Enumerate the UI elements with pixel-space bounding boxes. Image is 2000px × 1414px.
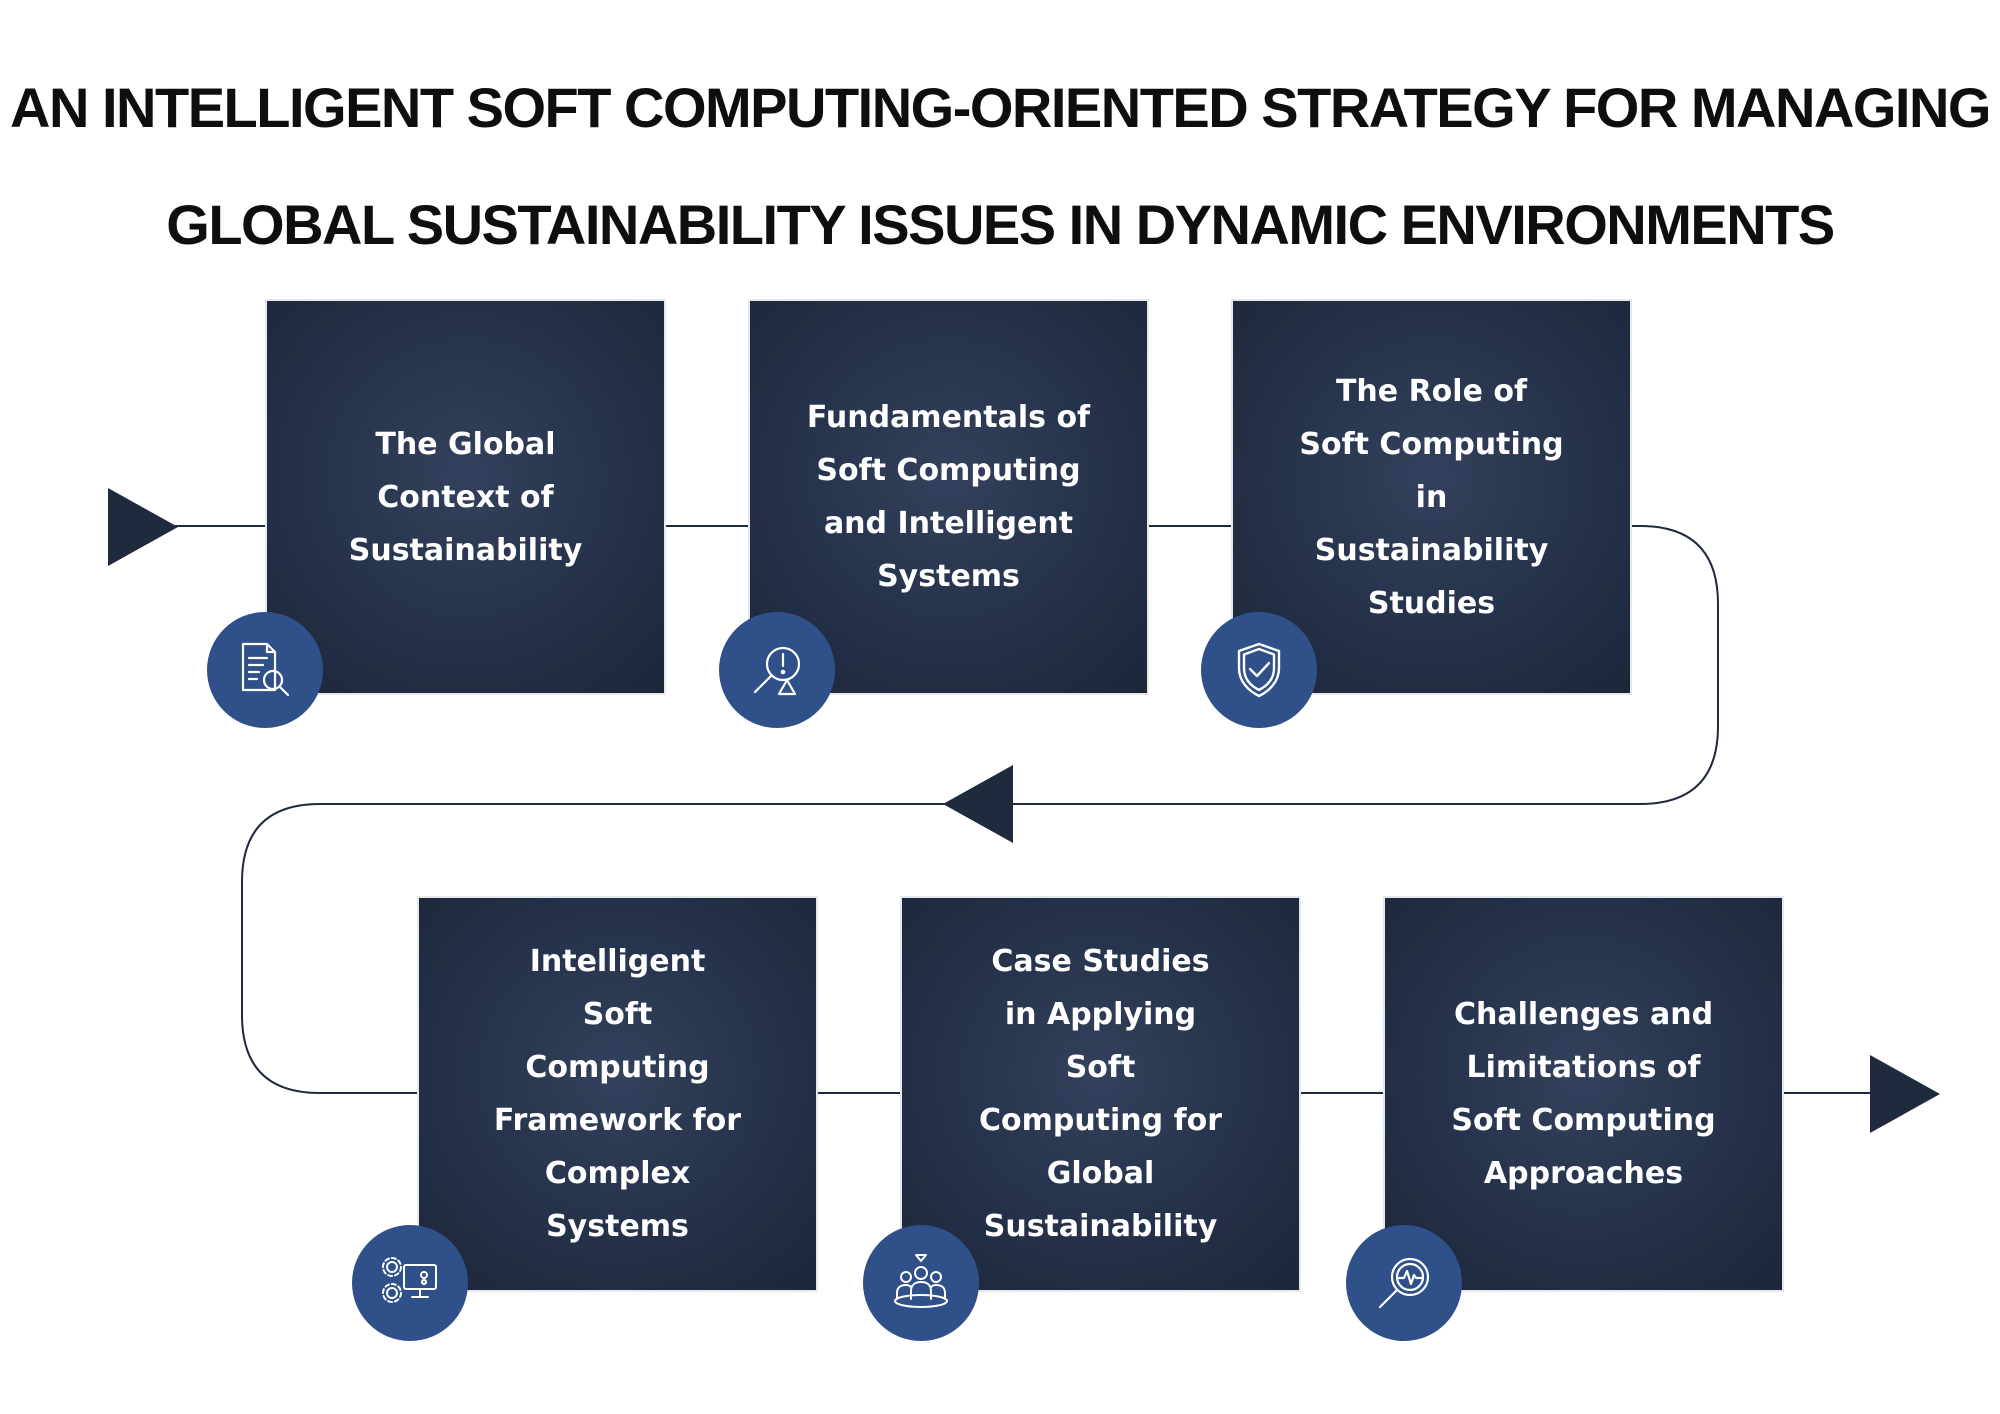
step-card-2: Fundamentals of Soft Computing and Intel… (750, 301, 1147, 693)
return-arrow (943, 765, 1013, 843)
step-label-2: Fundamentals of Soft Computing and Intel… (806, 400, 1091, 594)
search-pulse-icon (1378, 1257, 1430, 1309)
gears-monitor-icon (382, 1257, 437, 1303)
step-badge-4 (352, 1225, 468, 1341)
shield-check-icon (1237, 642, 1281, 698)
step-card-4: Intelligent Soft Computing Framework for… (419, 898, 816, 1290)
step-card-6: Challenges and Limitations of Soft Compu… (1385, 898, 1782, 1290)
document-search-icon (241, 642, 290, 697)
step-badge-5 (863, 1225, 979, 1341)
title-line-1: AN INTELLIGENT SOFT COMPUTING-ORIENTED S… (10, 76, 1991, 139)
step-label-4: Intelligent Soft Computing Framework for… (493, 944, 742, 1244)
step-badge-1 (207, 612, 323, 728)
start-arrow (108, 488, 178, 566)
step-badge-2 (719, 612, 835, 728)
step-card-5: Case Studies in Applying Soft Computing … (902, 898, 1299, 1290)
step-label-5: Case Studies in Applying Soft Computing … (978, 944, 1223, 1244)
title-line-2: GLOBAL SUSTAINABILITY ISSUES IN DYNAMIC … (166, 193, 1835, 256)
team-icon (894, 1254, 948, 1308)
step-badge-3 (1201, 612, 1317, 728)
step-badge-6 (1346, 1225, 1462, 1341)
step-card-1: The Global Context of Sustainability (267, 301, 664, 693)
search-alert-icon (753, 646, 801, 696)
end-arrow (1870, 1055, 1940, 1133)
step-card-3: The Role of Soft Computing in Sustainabi… (1233, 301, 1630, 693)
step-label-6: Challenges and Limitations of Soft Compu… (1451, 997, 1716, 1191)
step-label-1: The Global Context of Sustainability (348, 426, 583, 568)
step-label-3: The Role of Soft Computing in Sustainabi… (1299, 373, 1564, 621)
